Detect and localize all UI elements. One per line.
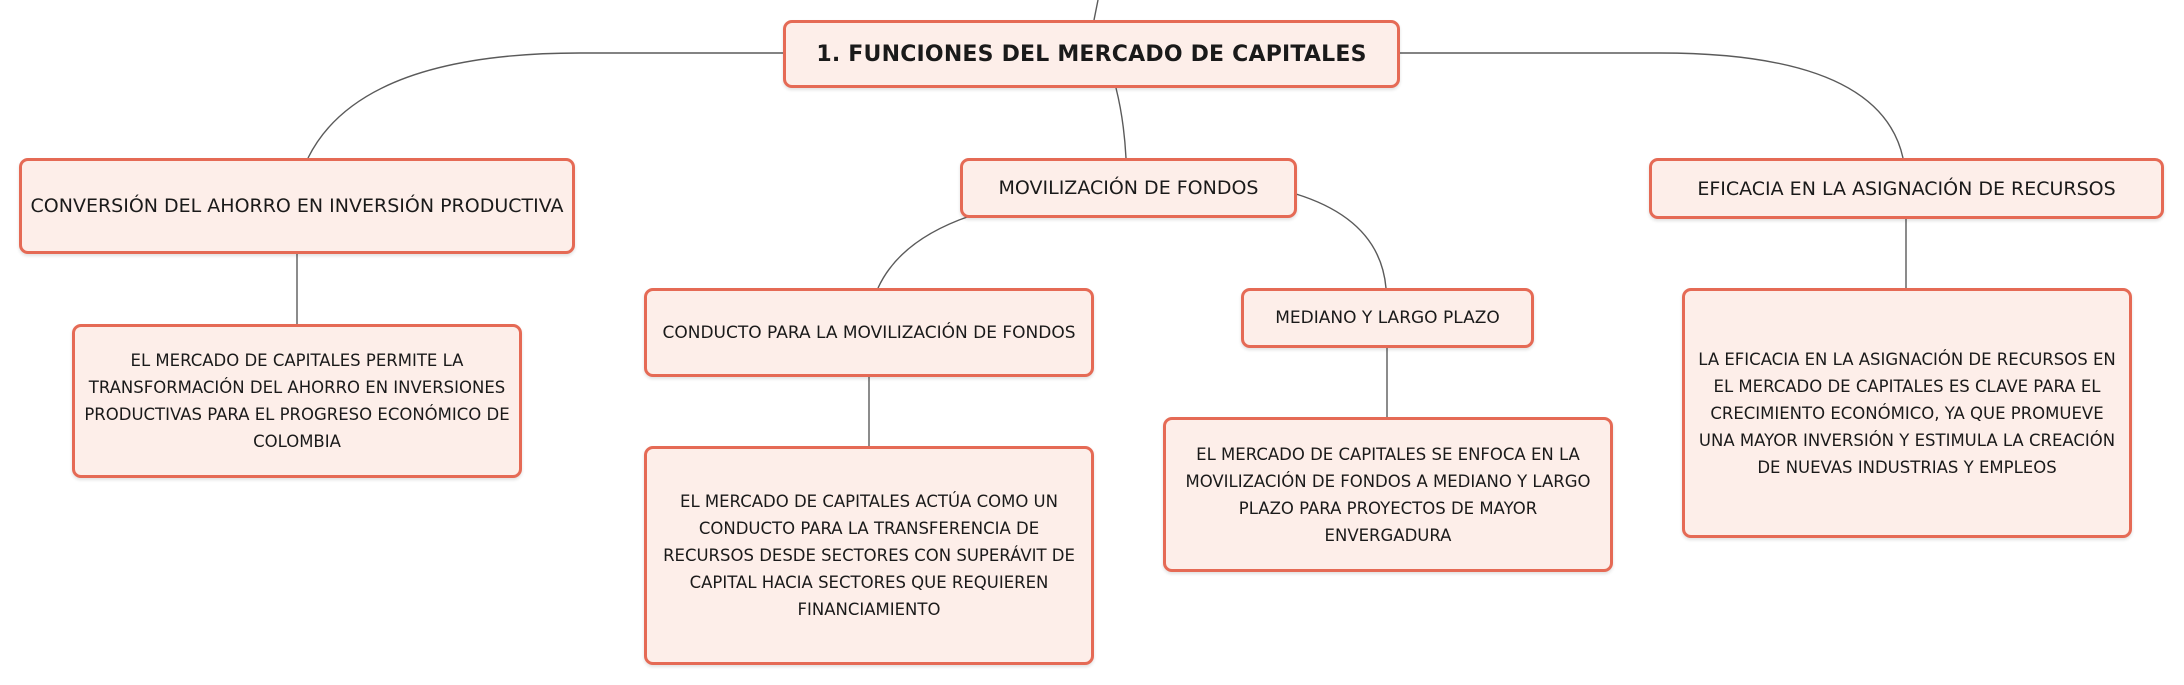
detail-conducto-text: EL MERCADO DE CAPITALES ACTÚA COMO UN CO… bbox=[663, 492, 1075, 619]
topic-movilizacion-fondos-label: MOVILIZACIÓN DE FONDOS bbox=[998, 177, 1259, 199]
subtopic-mediano-largo-plazo[interactable]: MEDIANO Y LARGO PLAZO bbox=[1241, 288, 1534, 348]
topic-movilizacion-fondos[interactable]: MOVILIZACIÓN DE FONDOS bbox=[960, 158, 1297, 218]
subtopic-conducto-label: CONDUCTO PARA LA MOVILIZACIÓN DE FONDOS bbox=[662, 322, 1076, 343]
connector-root-to-eficacia bbox=[1399, 52, 1904, 159]
detail-conducto[interactable]: EL MERCADO DE CAPITALES ACTÚA COMO UN CO… bbox=[644, 446, 1094, 665]
detail-eficacia-asignacion[interactable]: LA EFICACIA EN LA ASIGNACIÓN DE RECURSOS… bbox=[1682, 288, 2132, 538]
topic-conversion-ahorro[interactable]: CONVERSIÓN DEL AHORRO EN INVERSIÓN PRODU… bbox=[19, 158, 575, 254]
topic-eficacia-asignacion-label: EFICACIA EN LA ASIGNACIÓN DE RECURSOS bbox=[1697, 177, 2116, 200]
subtopic-mediano-largo-plazo-label: MEDIANO Y LARGO PLAZO bbox=[1275, 308, 1500, 328]
detail-eficacia-asignacion-text: LA EFICACIA EN LA ASIGNACIÓN DE RECURSOS… bbox=[1698, 349, 2116, 477]
root-topic-label: 1. FUNCIONES DEL MERCADO DE CAPITALES bbox=[816, 41, 1367, 67]
connector-root-to-movilizacion bbox=[1115, 87, 1127, 159]
detail-conversion-ahorro-text: EL MERCADO DE CAPITALES PERMITE LA TRANS… bbox=[84, 351, 510, 451]
topic-eficacia-asignacion[interactable]: EFICACIA EN LA ASIGNACIÓN DE RECURSOS bbox=[1649, 158, 2164, 219]
subtopic-conducto[interactable]: CONDUCTO PARA LA MOVILIZACIÓN DE FONDOS bbox=[644, 288, 1094, 377]
connector-root-to-conversion bbox=[307, 52, 783, 159]
detail-conversion-ahorro[interactable]: EL MERCADO DE CAPITALES PERMITE LA TRANS… bbox=[72, 324, 522, 478]
connector-top-stub bbox=[1093, 0, 1099, 21]
connector-movilizacion-to-plazo bbox=[1295, 193, 1387, 289]
topic-conversion-ahorro-label: CONVERSIÓN DEL AHORRO EN INVERSIÓN PRODU… bbox=[30, 195, 564, 217]
detail-mediano-largo-plazo-text: EL MERCADO DE CAPITALES SE ENFOCA EN LA … bbox=[1185, 444, 1591, 545]
root-topic[interactable]: 1. FUNCIONES DEL MERCADO DE CAPITALES bbox=[783, 20, 1400, 88]
connector-movilizacion-to-conducto bbox=[877, 215, 971, 289]
detail-mediano-largo-plazo[interactable]: EL MERCADO DE CAPITALES SE ENFOCA EN LA … bbox=[1163, 417, 1613, 572]
